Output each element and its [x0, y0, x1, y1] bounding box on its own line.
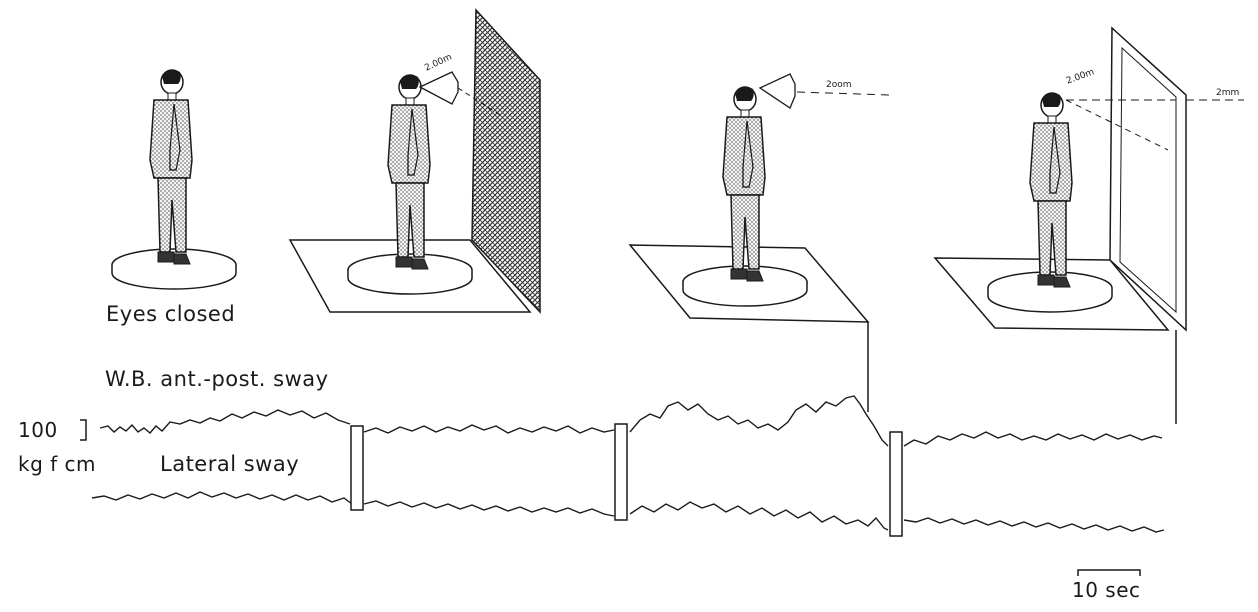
sway-traces: [80, 395, 1165, 576]
time-scale-bar: [1077, 569, 1141, 576]
separator-bar: [614, 423, 628, 521]
ant-post-trace-1: [99, 409, 351, 434]
lateral-sway-label: Lateral sway: [160, 452, 300, 476]
amplitude-scale-bracket: [80, 419, 87, 441]
eyes-closed-label: Eyes closed: [106, 302, 236, 326]
ant-post-trace-3: [629, 395, 889, 447]
separator-bar: [350, 425, 364, 511]
scene-open-space: [628, 73, 891, 412]
amplitude-scale-value: 100: [18, 418, 58, 442]
lateral-trace-3: [629, 501, 889, 531]
lateral-trace-1: [91, 491, 353, 505]
distance-label-scene4-far: 2mm: [1216, 88, 1240, 98]
amplitude-scale-unit: kg f cm: [18, 452, 97, 476]
lateral-trace-4: [903, 517, 1165, 533]
ant-post-trace-2: [363, 424, 615, 434]
separator-bar: [889, 431, 903, 537]
lateral-trace-2: [363, 500, 615, 517]
scene-hatched-wall: [288, 8, 541, 314]
ant-post-trace-4: [903, 431, 1163, 447]
time-scale-label: 10 sec: [1072, 578, 1141, 602]
ant-post-sway-label: W.B. ant.-post. sway: [105, 367, 329, 391]
scene-eyes-closed: [111, 69, 237, 290]
scene-frame-wall: [933, 26, 1244, 424]
distance-label-scene3: 2oom: [826, 80, 852, 90]
